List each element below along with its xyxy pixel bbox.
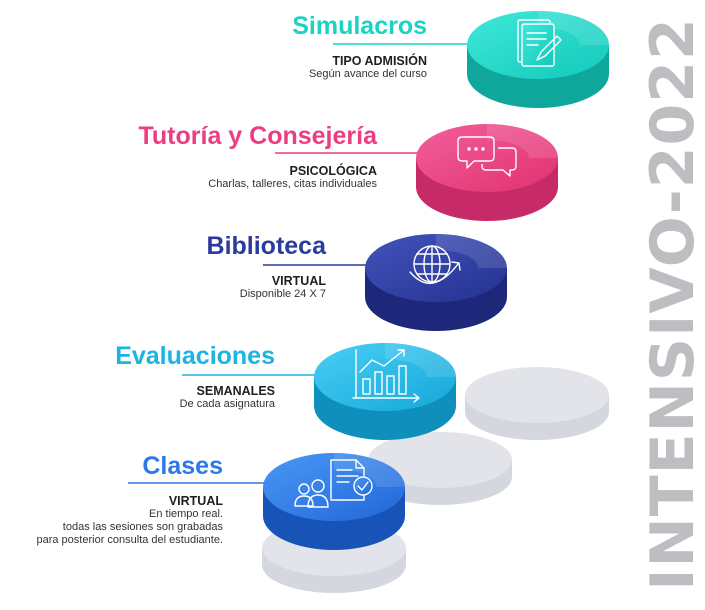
disc-evaluaciones: [314, 343, 456, 440]
users-document-icon: [294, 459, 373, 508]
step-title: Simulacros: [292, 12, 427, 40]
step-subtitle: TIPO ADMISIÓN: [332, 54, 427, 68]
disc-clases: [263, 453, 405, 550]
step-description: Disponible 24 X 7: [239, 288, 326, 300]
step-subtitle: PSICOLÓGICA: [289, 164, 377, 178]
side-title: INTENSIVO-2022: [638, 17, 705, 591]
step-title: Biblioteca: [206, 232, 326, 260]
disc-simulacros: [467, 11, 609, 108]
step-description: De cada asignatura: [179, 398, 275, 410]
step-description: En tiempo real.: [149, 508, 223, 520]
bar-chart-icon: [352, 349, 420, 403]
step-tutoria: Tutoría y Consejería PSICOLÓGICA Charlas…: [139, 124, 378, 191]
disc-biblioteca: [365, 234, 507, 331]
chat-bubbles-icon: [457, 136, 517, 177]
step-description: Según avance del curso: [308, 68, 427, 80]
side-title-text: INTENSIVO-2022: [638, 17, 705, 591]
step-subtitle: SEMANALES: [196, 384, 275, 398]
step-evaluaciones: Evaluaciones SEMANALES De cada asignatur…: [115, 344, 275, 411]
disc-tutoria: [416, 124, 558, 221]
step-title: Tutoría y Consejería: [138, 122, 378, 150]
document-edit-icon: [517, 19, 562, 67]
step-subtitle: VIRTUAL: [271, 274, 326, 288]
step-biblioteca: Biblioteca VIRTUAL Disponible 24 X 7: [207, 234, 326, 301]
step-description: todas las sesiones son grabadas: [62, 521, 223, 533]
globe-icon: [409, 245, 461, 284]
step-description: para posterior consulta del estudiante.: [36, 534, 223, 546]
shadow-disc: [465, 367, 609, 440]
step-description: Charlas, talleres, citas individuales: [208, 178, 377, 190]
step-clases: Clases VIRTUAL En tiempo real. todas las…: [36, 454, 223, 547]
step-title: Clases: [142, 452, 223, 480]
step-title: Evaluaciones: [115, 342, 275, 370]
step-simulacros: Simulacros TIPO ADMISIÓN Según avance de…: [292, 14, 427, 81]
step-subtitle: VIRTUAL: [168, 494, 223, 508]
